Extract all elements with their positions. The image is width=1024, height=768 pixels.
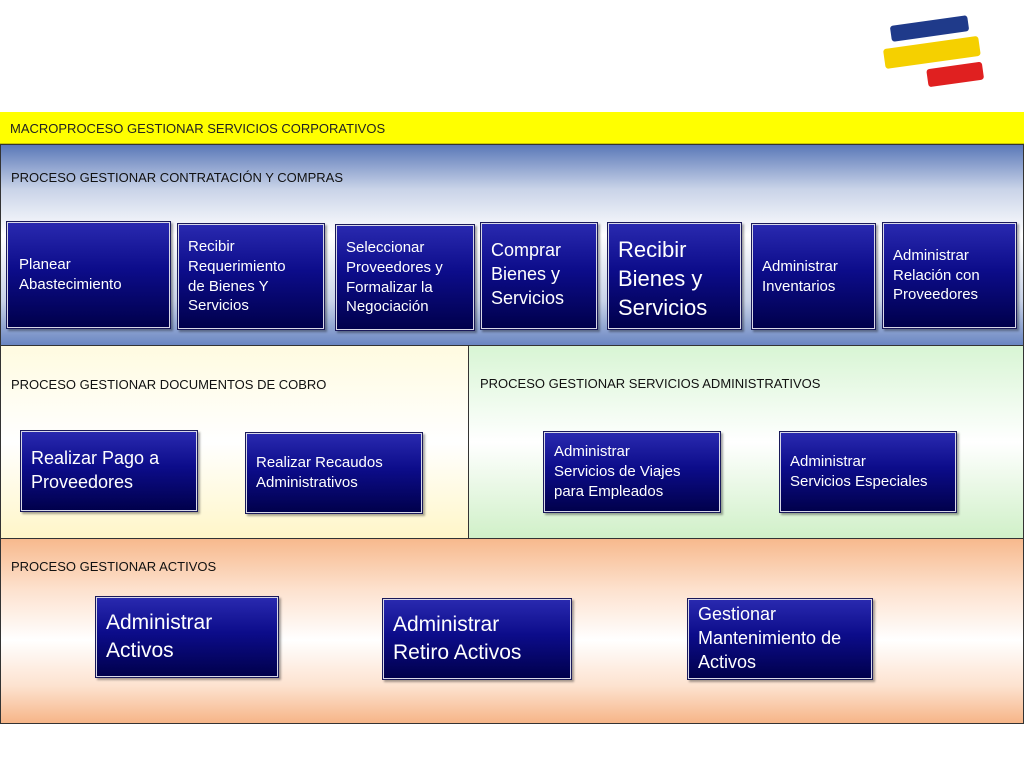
process-box-administrar-retiro-activos[interactable]: Administrar Retiro Activos bbox=[382, 598, 572, 680]
process-box-gestionar-mantenimiento[interactable]: Gestionar Mantenimiento de Activos bbox=[687, 598, 873, 680]
process-box-administrar-inventarios[interactable]: Administrar Inventarios bbox=[751, 223, 876, 330]
process-box-planear-abastecimiento[interactable]: Planear Abastecimiento bbox=[6, 221, 171, 329]
company-logo bbox=[883, 15, 984, 87]
macroproceso-title: MACROPROCESO GESTIONAR SERVICIOS CORPORA… bbox=[10, 121, 386, 136]
process-box-comprar-bienes[interactable]: Comprar Bienes y Servicios bbox=[480, 222, 598, 330]
process-box-seleccionar-proveedores[interactable]: Seleccionar Proveedores y Formalizar la … bbox=[335, 224, 475, 331]
section-activos-label: PROCESO GESTIONAR ACTIVOS bbox=[11, 559, 217, 574]
process-box-recibir-requerimiento[interactable]: Recibir Requerimiento de Bienes Y Servic… bbox=[177, 223, 325, 330]
macroproceso-band: MACROPROCESO GESTIONAR SERVICIOS CORPORA… bbox=[0, 112, 1024, 144]
process-box-administrar-relacion-proveedores[interactable]: Administrar Relación con Proveedores bbox=[882, 222, 1017, 329]
process-box-recibir-bienes[interactable]: Recibir Bienes y Servicios bbox=[607, 222, 742, 330]
process-box-servicios-especiales[interactable]: Administrar Servicios Especiales bbox=[779, 431, 957, 513]
section-administrativos-label: PROCESO GESTIONAR SERVICIOS ADMINISTRATI… bbox=[480, 376, 821, 391]
section-cobro-label: PROCESO GESTIONAR DOCUMENTOS DE COBRO bbox=[11, 377, 327, 392]
process-box-realizar-recaudos[interactable]: Realizar Recaudos Administrativos bbox=[245, 432, 423, 514]
process-box-administrar-activos[interactable]: Administrar Activos bbox=[95, 596, 279, 678]
section-compras-label: PROCESO GESTIONAR CONTRATACIÓN Y COMPRAS bbox=[11, 170, 344, 185]
process-box-servicios-viajes[interactable]: Administrar Servicios de Viajes para Emp… bbox=[543, 431, 721, 513]
process-box-realizar-pago-proveedores[interactable]: Realizar Pago a Proveedores bbox=[20, 430, 198, 512]
